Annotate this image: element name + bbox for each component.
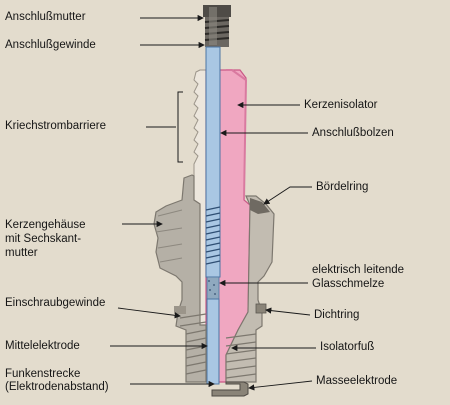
label-einschraubgewinde: Einschraubgewinde (5, 297, 106, 309)
label-kerzengehaeuse-3: mutter (5, 247, 38, 259)
label-kerzenisolator: Kerzenisolator (304, 99, 378, 111)
label-kriechstrombarriere: Kriechstrombarriere (5, 120, 106, 132)
glass-melt (206, 276, 220, 300)
label-mittelelektrode: Mittelelektrode (5, 340, 80, 352)
label-anschlussmutter: Anschlußmutter (5, 11, 86, 23)
center-electrode (206, 298, 220, 385)
label-kerzengehaeuse-1: Kerzengehäuse (5, 219, 86, 231)
connection-bolt (205, 46, 221, 278)
ground-electrode (211, 381, 249, 397)
label-glasschmelze-1: elektrisch leitende (312, 264, 405, 276)
leader-lines (110, 14, 316, 391)
label-kerzengehaeuse-2: mit Sechskant- (5, 233, 82, 245)
terminal-nut (203, 5, 231, 47)
leakage-barrier-bracket (177, 91, 183, 163)
label-boerdelring: Bördelring (316, 181, 369, 193)
label-anschlussbolzen: Anschlußbolzen (312, 127, 394, 139)
label-masseelektrode: Masseelektrode (316, 375, 398, 387)
spark-plug-housing (153, 174, 275, 383)
label-dichtring: Dichtring (314, 309, 360, 321)
label-funkenstrecke-1: Funkenstrecke (5, 368, 81, 380)
label-glasschmelze-2: Glasschmelze (312, 278, 385, 290)
label-anschlussgewinde: Anschlußgewinde (5, 39, 96, 51)
label-funkenstrecke-2: (Elektrodenabstand) (5, 381, 109, 393)
label-isolatorfuss: Isolatorfuß (320, 341, 375, 353)
